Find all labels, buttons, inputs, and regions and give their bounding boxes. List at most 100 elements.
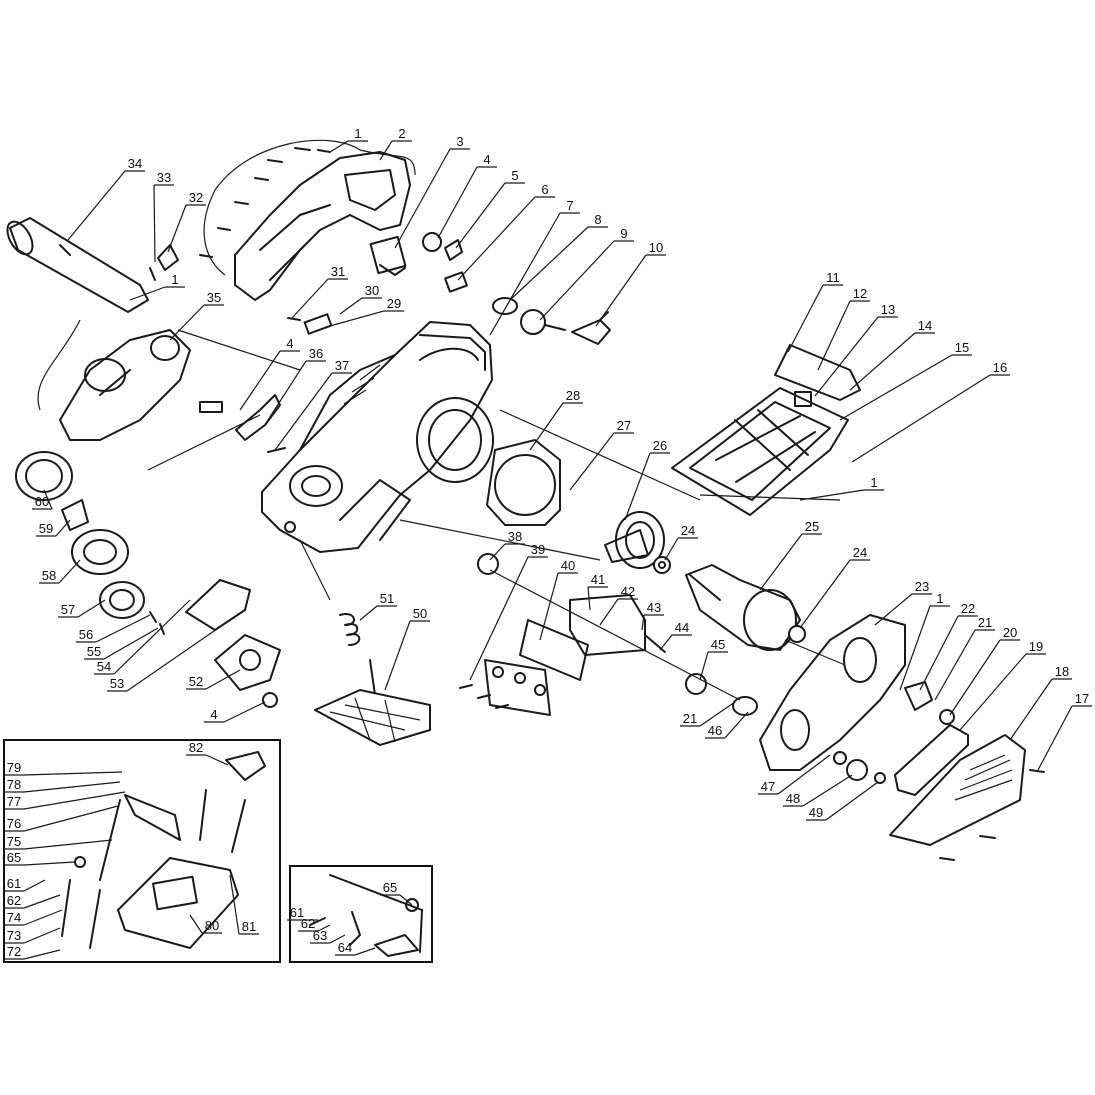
main-callout-leader	[489, 543, 506, 561]
spring-37	[267, 447, 286, 453]
main-callout-leader	[103, 627, 159, 660]
main-callout-leader	[825, 781, 879, 821]
main-callout-24: 24	[664, 523, 698, 561]
inset-left-callout-label: 81	[242, 919, 256, 934]
inset-left-callout-label: 73	[7, 928, 21, 943]
main-callout-label: 35	[207, 290, 221, 305]
inset-left-callout-82: 82	[186, 740, 229, 766]
main-callout-leader	[699, 701, 736, 727]
inset-left-callout-leader	[229, 874, 240, 935]
main-callout-label: 47	[761, 779, 775, 794]
main-callout-46: 46	[705, 711, 749, 739]
guide-lines	[147, 329, 846, 701]
inset-right-callout-62: 62	[298, 916, 331, 932]
main-callout-label: 4	[286, 336, 293, 351]
main-callout-label: 40	[561, 558, 575, 573]
main-callout-label: 53	[110, 676, 124, 691]
depth-lever	[235, 394, 281, 441]
inset-left-callout-label: 79	[7, 760, 21, 775]
main-callout-leader	[457, 196, 536, 281]
main-callout-leader	[267, 360, 307, 421]
main-callout-34: 34	[67, 156, 145, 241]
inset-left-callout-label: 76	[7, 816, 21, 831]
main-callout-10: 10	[595, 240, 666, 327]
left-cover	[59, 329, 191, 441]
main-callout-1: 1	[329, 126, 368, 153]
main-callout-leader	[959, 653, 1027, 731]
main-callout-16: 16	[851, 360, 1010, 463]
inset-left-parts	[61, 751, 266, 949]
inset-left-callout-leader	[23, 879, 46, 892]
main-callout-4: 4	[437, 152, 497, 239]
main-callout-leader	[851, 374, 991, 463]
main-callout-label: 22	[961, 601, 975, 616]
inset-left-callout-73: 73	[4, 927, 61, 944]
main-callout-leader	[1009, 678, 1053, 741]
main-callout-31: 31	[291, 264, 348, 319]
main-callout-leader	[817, 300, 851, 371]
screw-17b	[979, 835, 996, 839]
inset-right-callout-label: 65	[383, 880, 397, 895]
main-callout-label: 4	[483, 152, 490, 167]
main-callout-leader	[379, 140, 393, 161]
spring-51	[339, 613, 361, 646]
inset-right-callout-65: 65	[380, 880, 413, 906]
main-callout-leader	[595, 254, 647, 327]
main-callout-leader	[777, 754, 831, 795]
main-callout-label: 33	[157, 170, 171, 185]
main-callout-leader	[874, 593, 913, 626]
main-callout-label: 28	[566, 388, 580, 403]
main-callout-label: 1	[171, 272, 178, 287]
pulley-48	[846, 759, 868, 781]
inset-left-callout-label: 78	[7, 777, 21, 792]
main-callout-leader	[359, 605, 378, 621]
main-callout-label: 1	[936, 591, 943, 606]
main-callout-label: 10	[649, 240, 663, 255]
motor-stator	[486, 439, 561, 526]
inset-right-callout-label: 61	[290, 905, 304, 920]
main-callout-leader	[919, 615, 959, 691]
main-callout-label: 48	[786, 791, 800, 806]
inset-left-callout-77: 77	[4, 791, 126, 810]
main-callout-40: 40	[539, 558, 578, 641]
tube-latch	[157, 244, 179, 271]
main-callout-label: 38	[508, 529, 522, 544]
main-callout-3: 3	[394, 134, 470, 249]
scale-ring	[99, 581, 145, 619]
inset-right-callout-leader	[399, 894, 413, 906]
main-callout-label: 11	[826, 270, 840, 285]
main-callout-leader	[126, 619, 231, 692]
main-callout-54: 54	[94, 599, 191, 675]
main-callout-label: 13	[881, 302, 895, 317]
handle-screw-bracket	[214, 139, 416, 191]
main-callout-37: 37	[274, 358, 352, 451]
parking-foot	[314, 659, 431, 746]
inset-right-frame	[289, 865, 433, 963]
main-callout-45: 45	[699, 637, 728, 681]
main-callout-label: 24	[853, 545, 867, 560]
main-callout-leader	[539, 572, 559, 641]
inset-left-callout-leader	[23, 949, 61, 960]
main-callout-leader	[239, 350, 281, 411]
main-callout-33: 33	[153, 170, 174, 263]
main-callout-42: 42	[599, 584, 638, 626]
handle-cover	[234, 151, 411, 301]
main-callout-19: 19	[959, 639, 1046, 731]
inset-right-callout-61: 61	[287, 905, 318, 921]
main-callout-21: 21	[680, 701, 736, 727]
inset-left-callout-leader	[23, 781, 121, 793]
main-callout-label: 30	[365, 283, 379, 298]
main-callout-leader	[569, 432, 615, 491]
inset-left-callout-leader	[23, 791, 126, 810]
lock-button	[422, 232, 442, 252]
inset-left-callout-leader	[189, 914, 203, 934]
inset-right-callout-label: 64	[338, 940, 352, 955]
screw-17	[1029, 769, 1045, 773]
main-callout-label: 12	[853, 286, 867, 301]
main-callout-leader	[899, 605, 931, 691]
cable-clamp	[444, 271, 468, 293]
inset-left-callout-leader	[23, 894, 61, 909]
main-callout-label: 34	[128, 156, 142, 171]
main-callout-label: 2	[398, 126, 405, 141]
